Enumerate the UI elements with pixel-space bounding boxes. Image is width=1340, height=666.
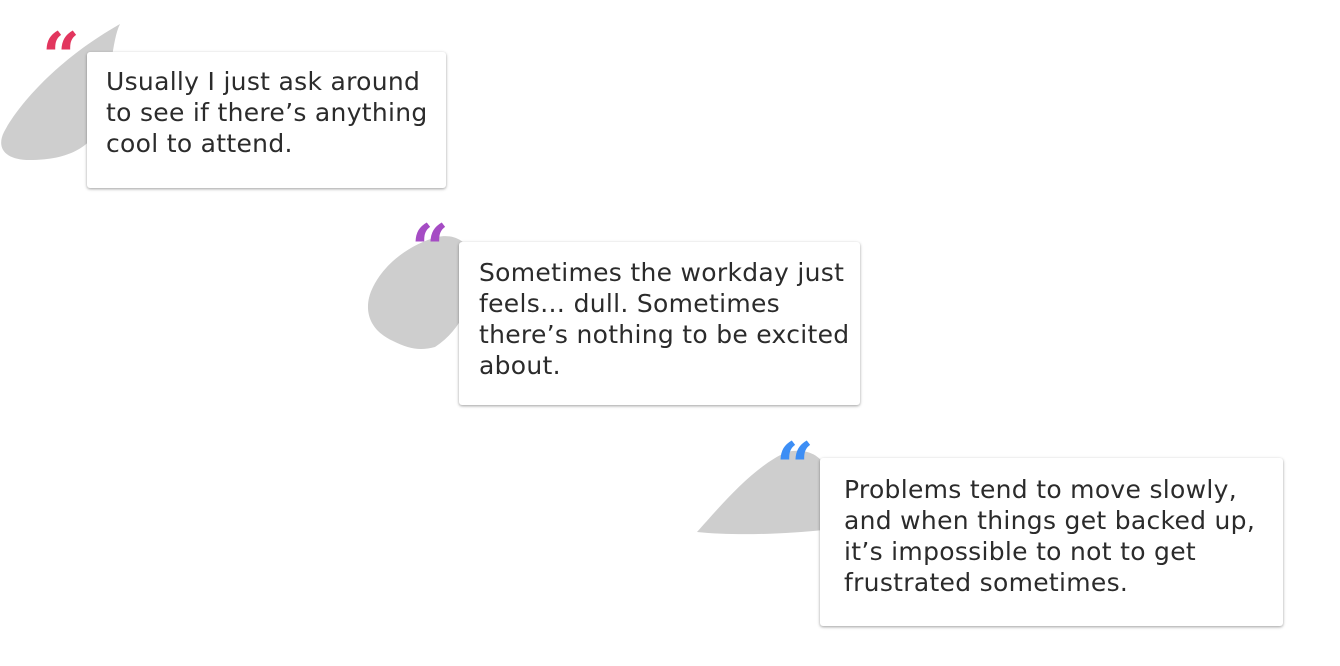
quote-card: Problems tend to move slowly, and when t… <box>820 458 1283 626</box>
quote-block: “ Usually I just ask around to see if th… <box>0 20 450 195</box>
quote-text: Problems tend to move slowly, and when t… <box>844 475 1256 597</box>
quote-text: Usually I just ask around to see if ther… <box>106 67 428 158</box>
quote-block: “ Sometimes the workday just feels… dull… <box>365 215 865 410</box>
quote-block: “ Problems tend to move slowly, and when… <box>695 430 1290 630</box>
quote-mark-icon: “ <box>411 210 449 288</box>
speech-blob-shape <box>697 450 830 535</box>
quote-mark-icon: “ <box>776 428 814 506</box>
quote-card: Usually I just ask around to see if ther… <box>87 52 446 188</box>
quote-card: Sometimes the workday just feels… dull. … <box>459 242 860 405</box>
quote-text: Sometimes the workday just feels… dull. … <box>479 258 850 380</box>
quote-mark-icon: “ <box>42 18 80 96</box>
speech-blob-shape <box>367 236 474 349</box>
